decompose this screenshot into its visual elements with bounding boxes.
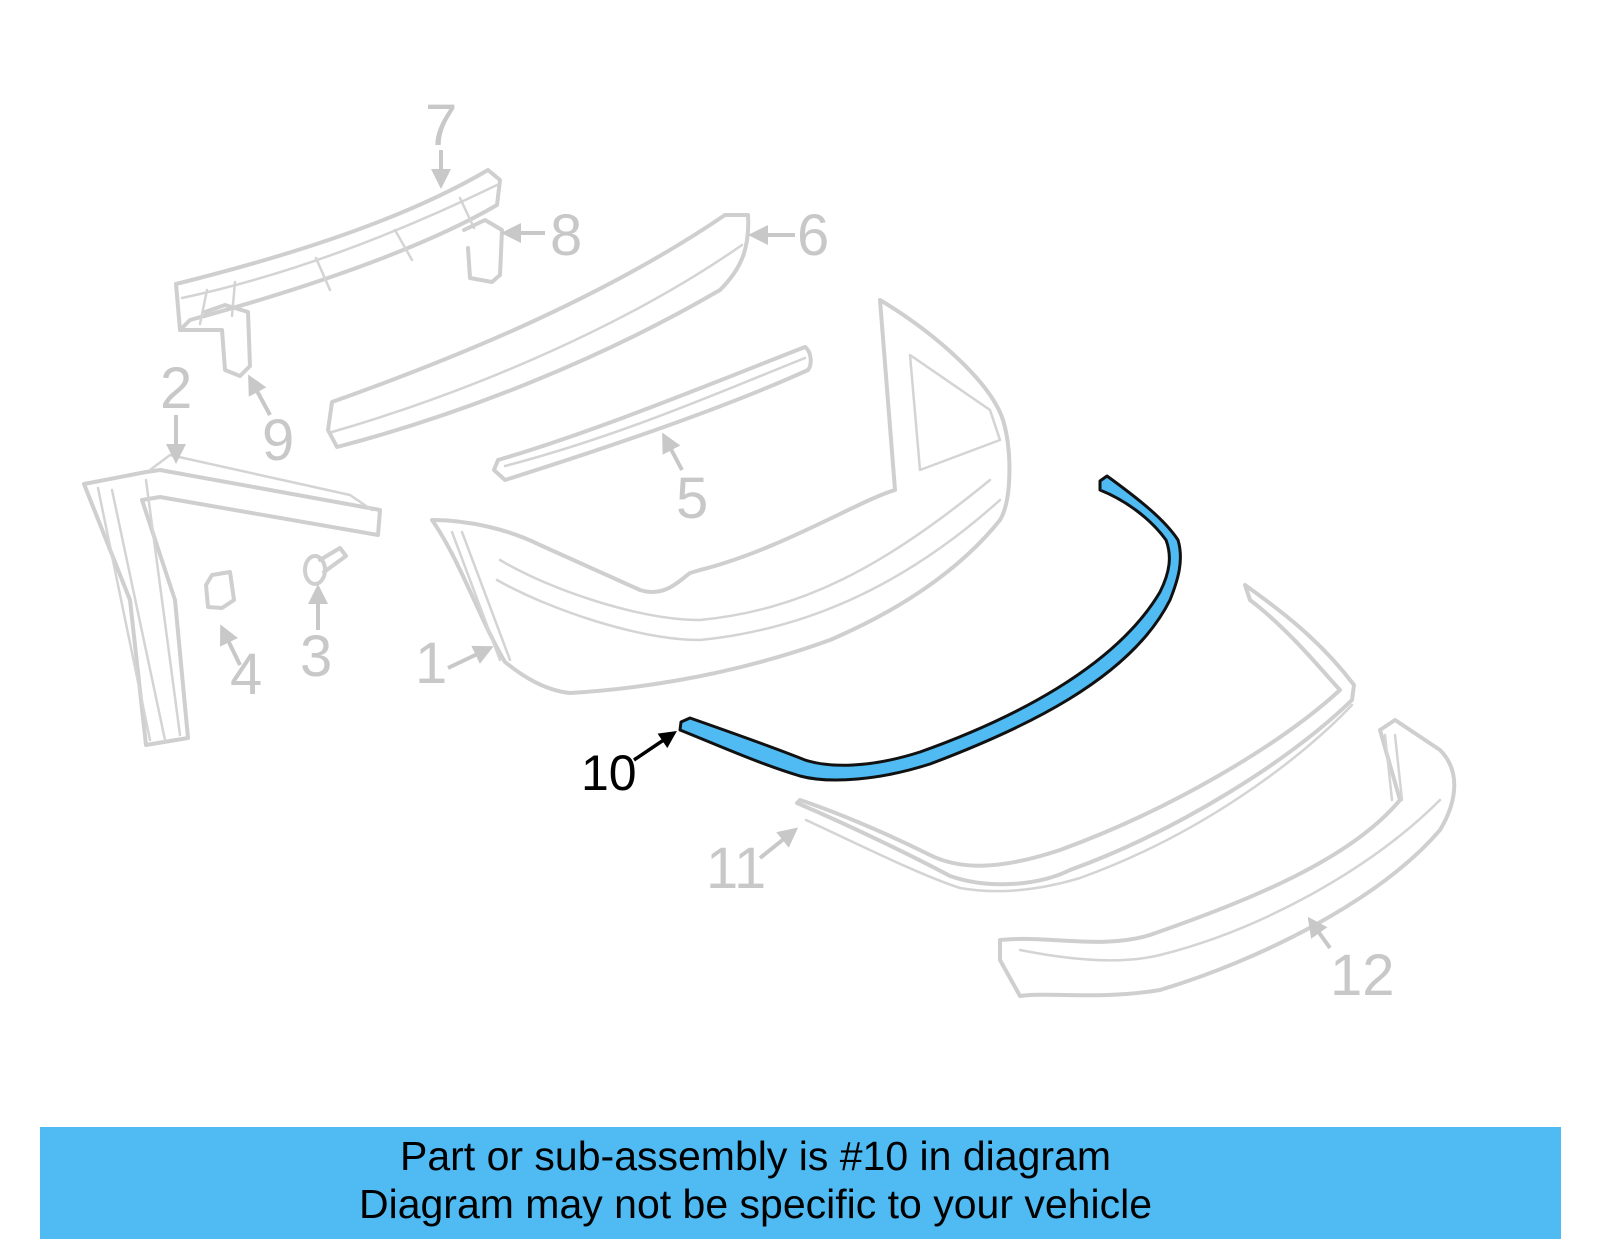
callout-5: 5 <box>676 466 708 531</box>
callout-12: 12 <box>1330 943 1395 1008</box>
part-3-push-pin <box>303 546 348 586</box>
callout-2: 2 <box>160 356 192 421</box>
part-4-clip <box>204 570 236 610</box>
callout-7: 7 <box>425 93 457 158</box>
callout-leaders <box>166 150 1332 950</box>
info-banner: Part or sub-assembly is #10 in diagram D… <box>40 1127 1561 1239</box>
banner-part-note: Part or sub-assembly is #10 in diagram <box>400 1133 1111 1179</box>
callout-6: 6 <box>797 203 829 268</box>
callout-9: 9 <box>262 408 294 473</box>
callout-3: 3 <box>300 624 332 689</box>
part-10-highlighted-strip <box>678 474 1182 782</box>
part-2-side-bracket <box>82 453 382 747</box>
callout-1: 1 <box>415 631 447 696</box>
callout-8: 8 <box>550 203 582 268</box>
part-1-bumper-cover <box>430 298 1012 695</box>
part-5-strip <box>492 345 813 482</box>
part-7-reinforcement-beam <box>174 168 504 378</box>
banner-disclaimer: Diagram may not be specific to your vehi… <box>358 1181 1152 1227</box>
callout-10: 10 <box>581 745 637 801</box>
callout-4: 4 <box>230 642 262 707</box>
part-12-lower-valance <box>998 718 1457 998</box>
part-11-lower-molding <box>795 583 1356 893</box>
callout-labels: 7 8 6 2 9 5 3 4 1 11 12 10 <box>160 93 1395 1008</box>
part-6-energy-absorber <box>326 213 751 449</box>
callout-11: 11 <box>706 836 766 901</box>
